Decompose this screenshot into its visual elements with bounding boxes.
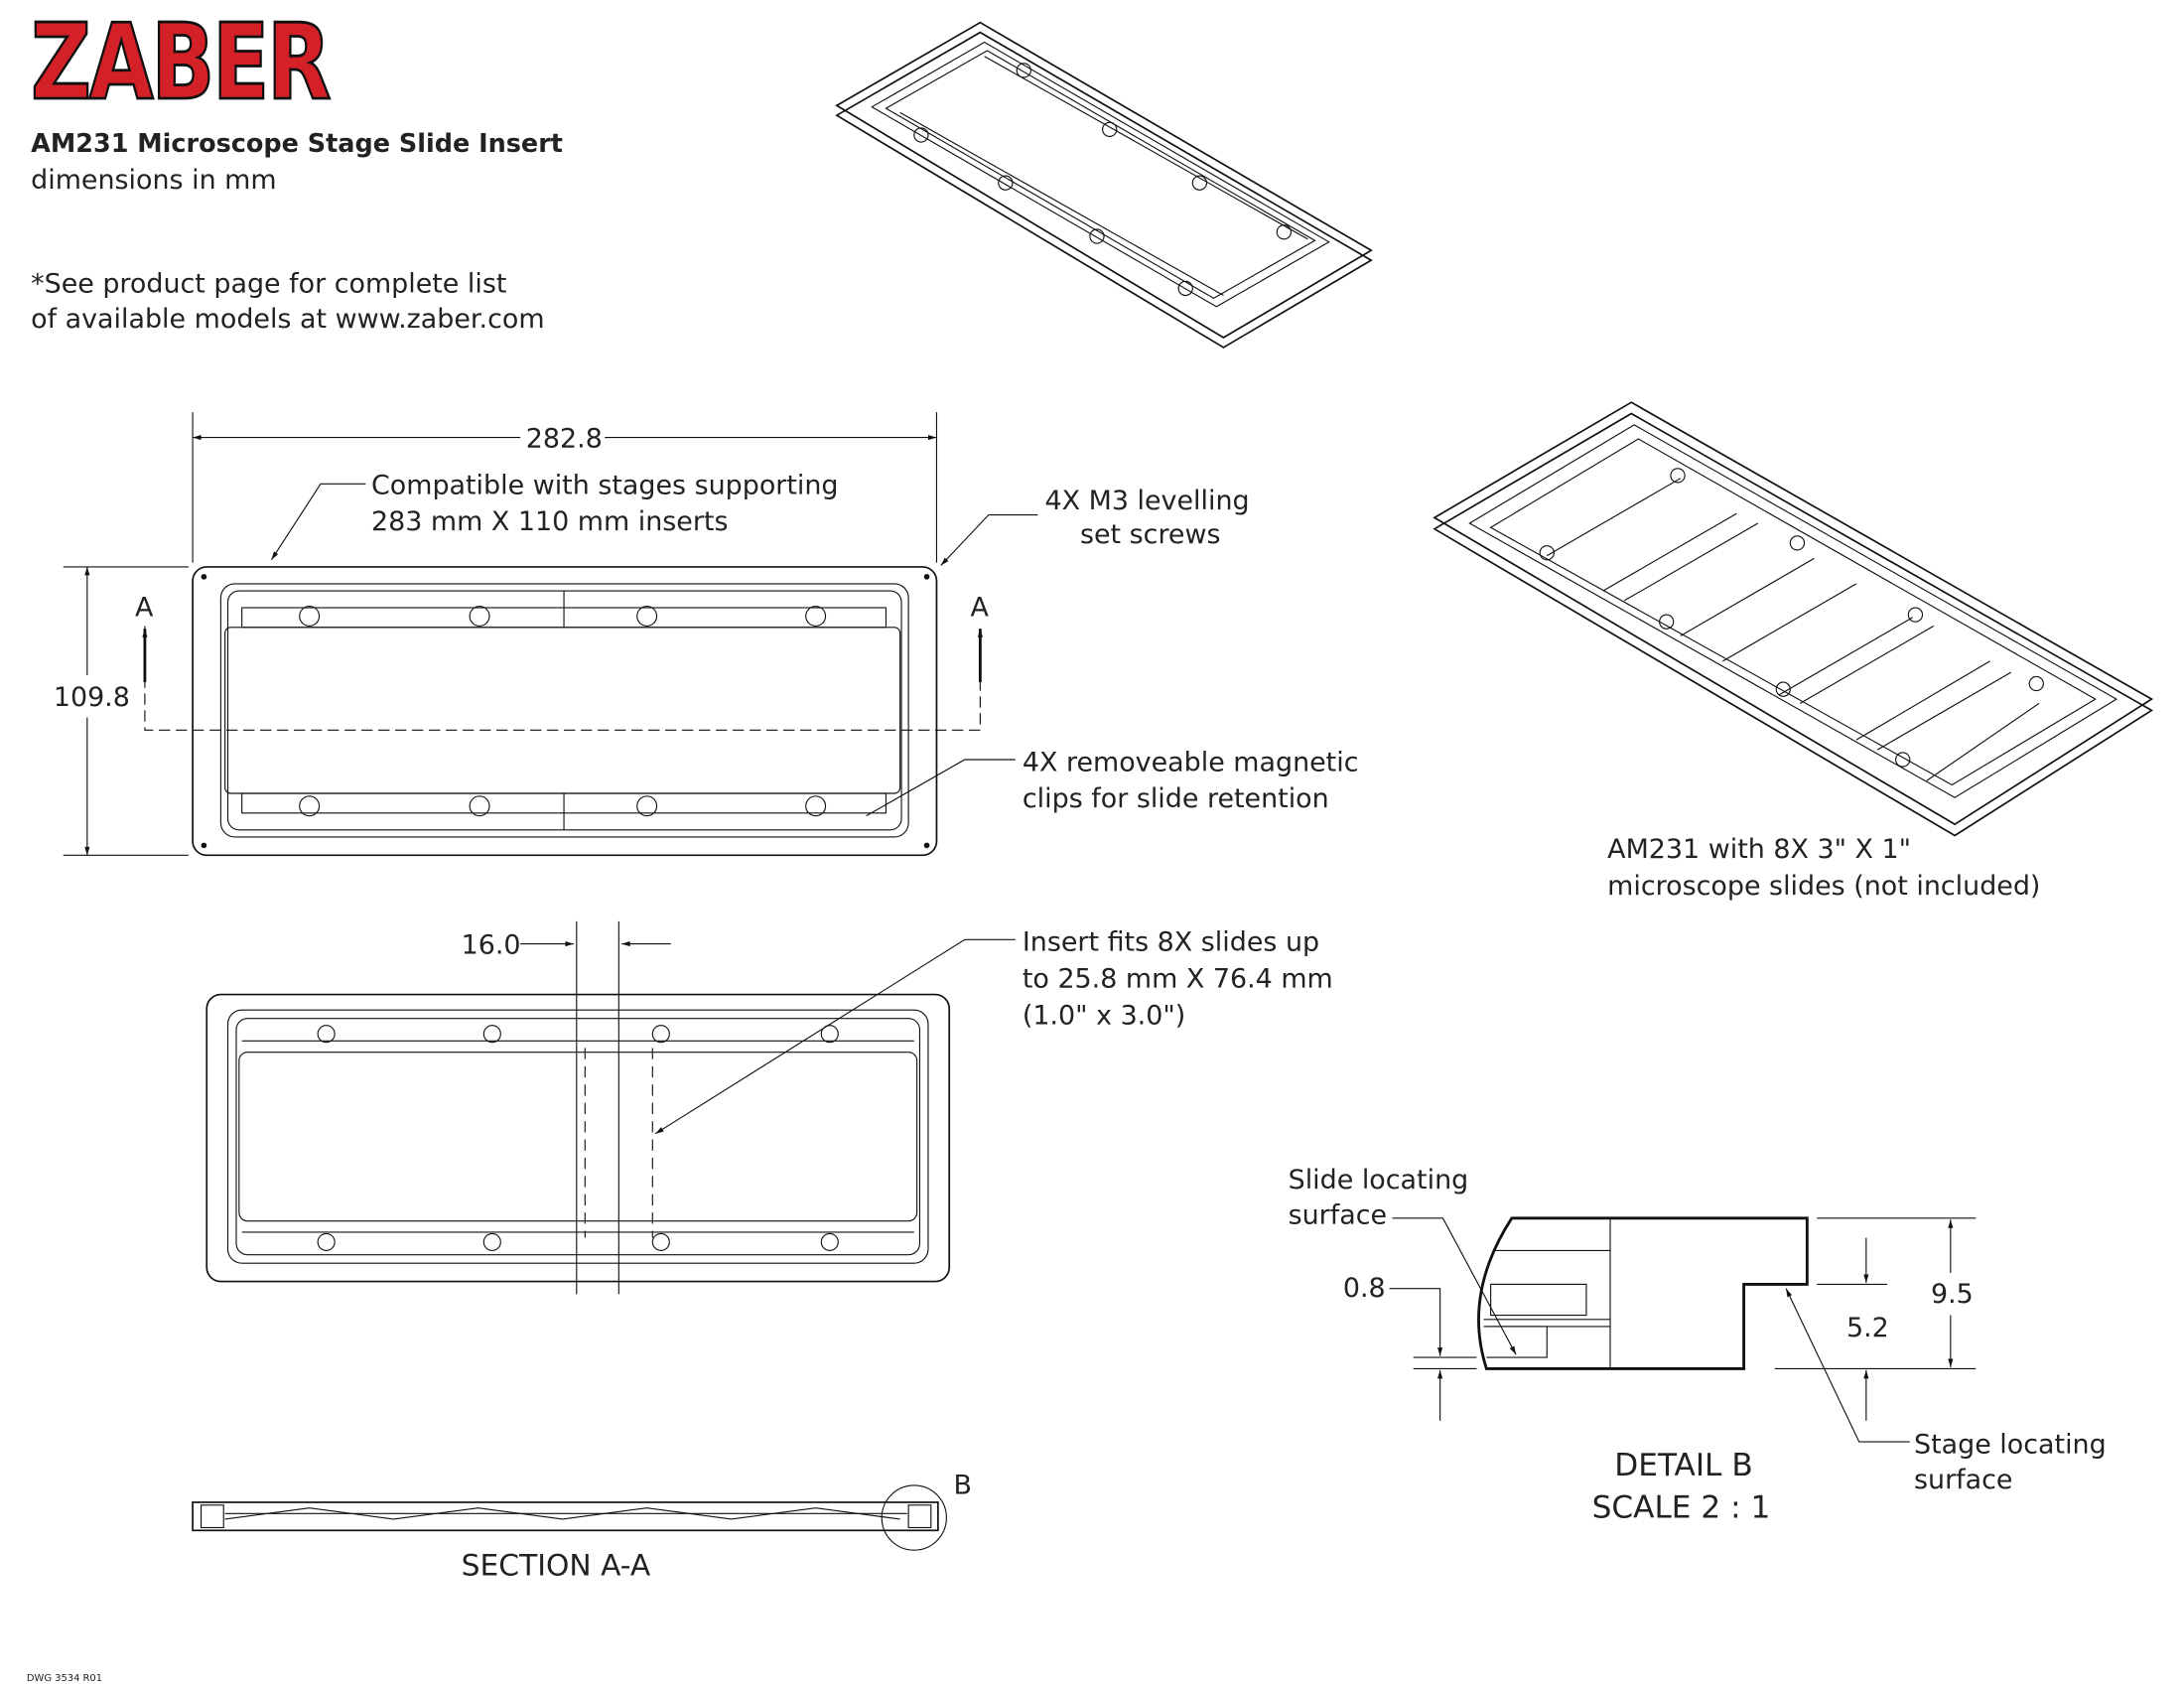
slide-surface-label-line1: Slide locating bbox=[1289, 1165, 1469, 1196]
drawing-number: DWG 3534 R01 bbox=[27, 1673, 102, 1684]
drawing-title: AM231 Microscope Stage Slide Insert bbox=[31, 129, 563, 159]
isometric-view-with-slides bbox=[1433, 401, 2154, 837]
callout-compat-line2: 283 mm X 110 mm inserts bbox=[371, 506, 728, 537]
height-dimension: 109.8 bbox=[54, 682, 130, 713]
section-view bbox=[192, 1484, 947, 1551]
stage-surface-label-line2: surface bbox=[1914, 1465, 2012, 1495]
slide-callout-line2: to 25.8 mm X 76.4 mm bbox=[1023, 963, 1333, 994]
section-label: SECTION A-A bbox=[462, 1549, 651, 1584]
detail-title: DETAIL B bbox=[1614, 1448, 1752, 1483]
product-note-line2: of available models at www.zaber.com bbox=[31, 304, 544, 335]
width-dimension: 282.8 bbox=[526, 424, 603, 455]
detail-b-circle bbox=[881, 1484, 947, 1551]
detail-dim-5-2: 5.2 bbox=[1846, 1313, 1889, 1343]
slide-callout-line3: (1.0" x 3.0") bbox=[1023, 1000, 1185, 1031]
iso-caption-line1: AM231 with 8X 3" X 1" bbox=[1607, 834, 1911, 865]
stage-surface-label-line1: Stage locating bbox=[1914, 1429, 2107, 1460]
detail-b-marker: B bbox=[953, 1470, 971, 1500]
iso-caption-line2: microscope slides (not included) bbox=[1607, 871, 2040, 902]
callout-clips-line2: clips for slide retention bbox=[1023, 783, 1329, 814]
detail-b-view bbox=[1389, 1216, 1977, 1443]
slide-surface-label-line2: surface bbox=[1289, 1199, 1387, 1230]
section-marker-left: A bbox=[135, 593, 154, 624]
callout-screws-line2: set screws bbox=[1080, 519, 1221, 550]
callout-screws-line1: 4X M3 levelling bbox=[1045, 486, 1250, 516]
slide-gap-dimension: 16.0 bbox=[462, 929, 521, 960]
detail-scale: SCALE 2 : 1 bbox=[1592, 1490, 1771, 1526]
detail-dim-9-5: 9.5 bbox=[1931, 1279, 1974, 1310]
zaber-logo: ZABER bbox=[30, 2, 334, 125]
zaber-logo-text: ZABER bbox=[31, 3, 330, 123]
slide-fit-view bbox=[205, 920, 1016, 1295]
section-marker-right: A bbox=[970, 593, 989, 624]
top-view bbox=[63, 412, 1038, 857]
slide-callout-line1: Insert fits 8X slides up bbox=[1023, 927, 1319, 958]
callout-compat-line1: Compatible with stages supporting bbox=[371, 470, 839, 500]
units-note: dimensions in mm bbox=[31, 165, 276, 196]
detail-dim-0-8: 0.8 bbox=[1343, 1273, 1386, 1304]
callout-clips-line1: 4X removeable magnetic bbox=[1023, 747, 1359, 777]
product-note-line1: *See product page for complete list bbox=[31, 269, 506, 300]
isometric-view-empty bbox=[835, 21, 1373, 349]
